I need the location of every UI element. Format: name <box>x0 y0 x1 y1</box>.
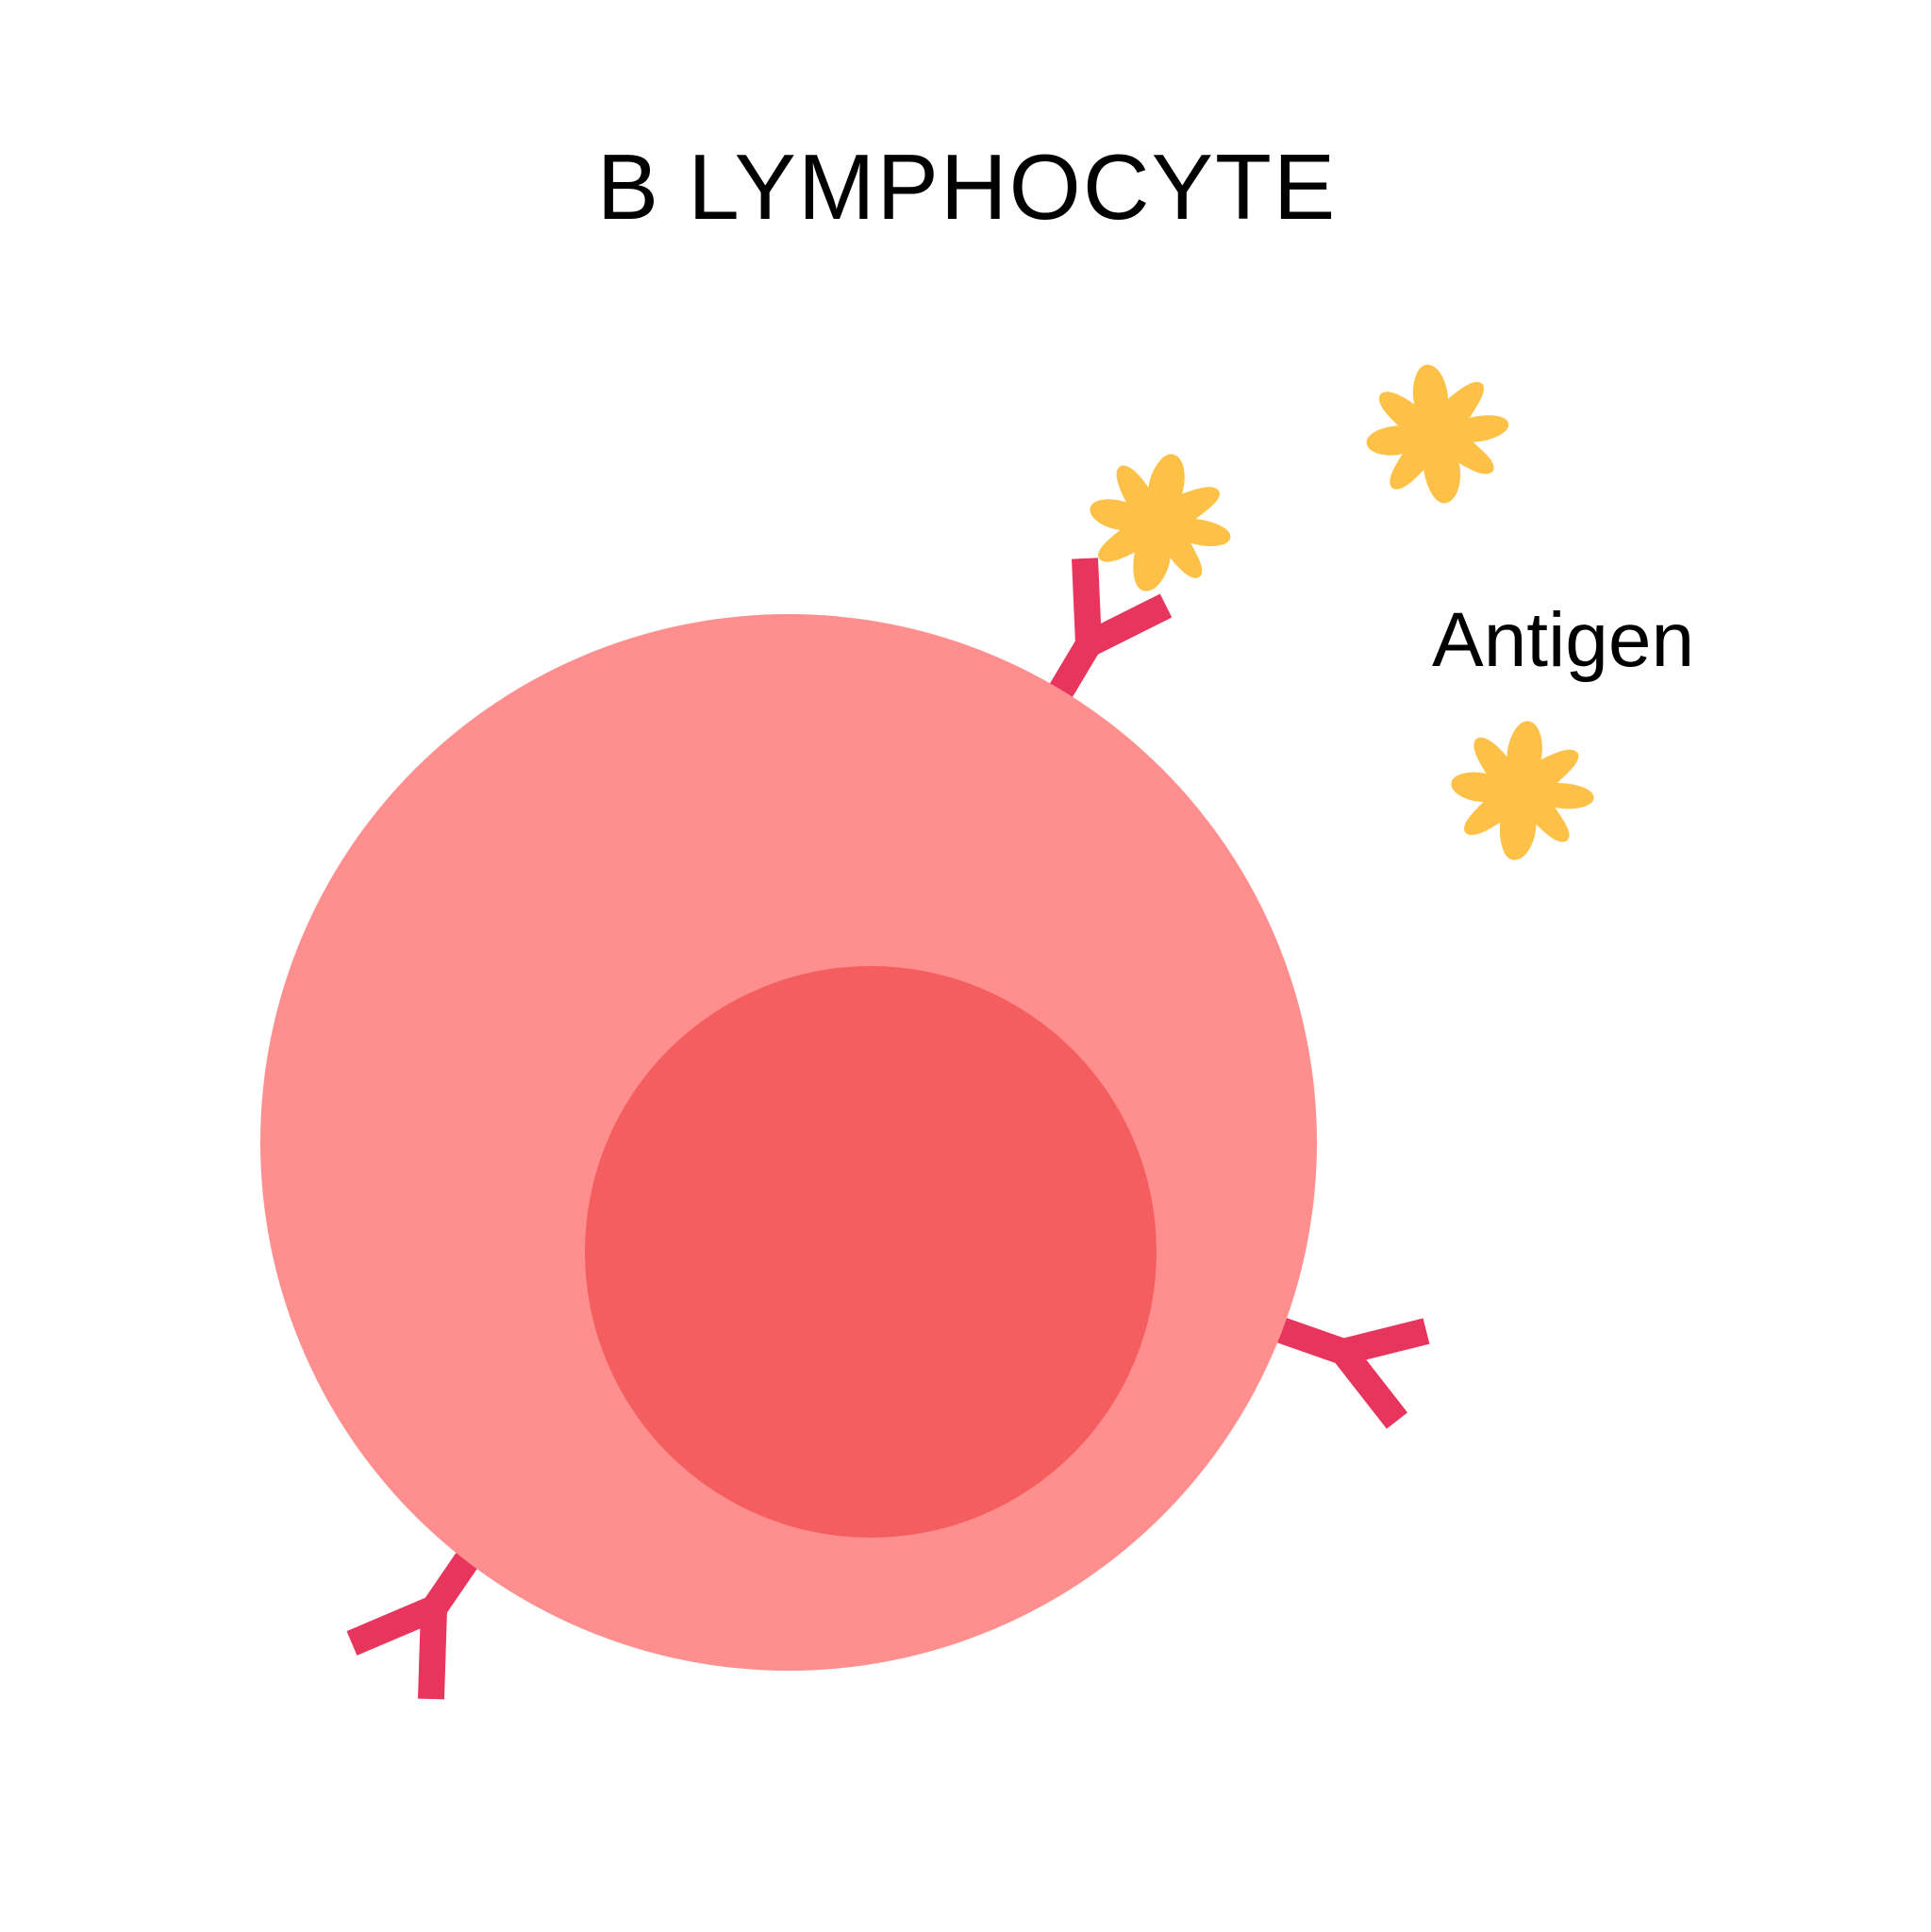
antigen-label: Antigen <box>1432 597 1694 683</box>
antigen-star-icon <box>1090 454 1231 591</box>
antibody-right <box>1269 1314 1430 1429</box>
antigen-star-icon <box>1451 721 1594 860</box>
diagram-title: B LYMPHOCYTE <box>597 135 1338 239</box>
antigen-star-icon <box>1366 364 1509 504</box>
cell-nucleus <box>585 966 1157 1538</box>
antibody-bottom-left <box>346 1550 480 1700</box>
antibody-top <box>1044 558 1173 706</box>
